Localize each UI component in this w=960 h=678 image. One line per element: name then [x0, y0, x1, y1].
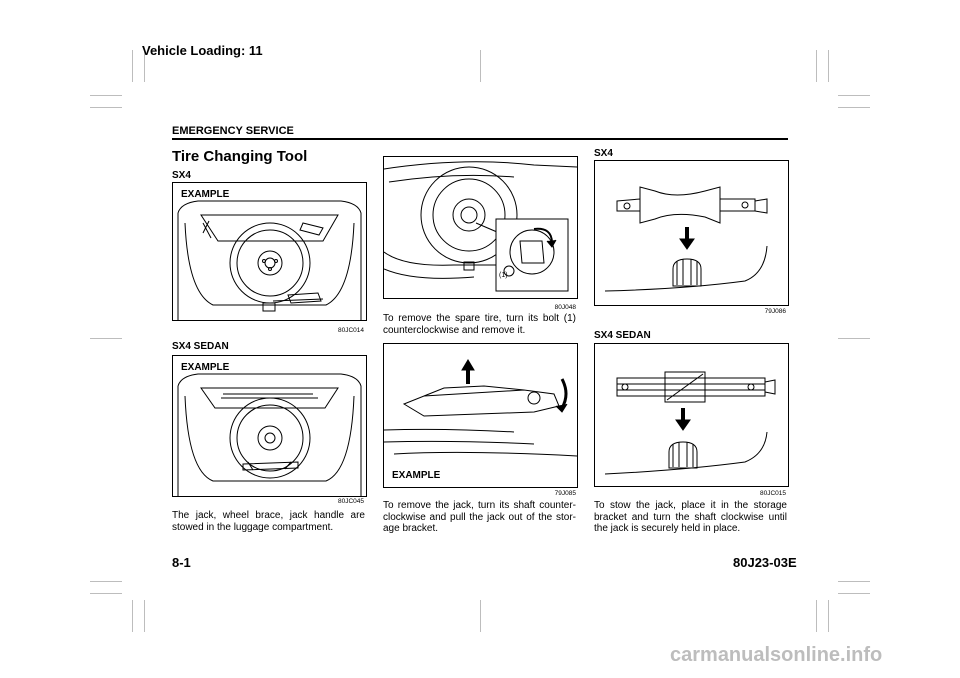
page-number: 8-1	[172, 555, 191, 570]
crop-mark	[838, 107, 870, 108]
label-sx4-sedan: SX4 SEDAN	[594, 330, 651, 341]
crop-mark	[90, 338, 122, 339]
crop-mark	[828, 50, 829, 82]
crop-mark	[144, 600, 145, 632]
figure-luggage-sx4: EXAMPLE	[172, 182, 367, 321]
figure-spare-tire: (1)	[383, 156, 578, 299]
crop-mark	[838, 95, 870, 96]
figure-luggage-sedan: EXAMPLE	[172, 355, 367, 497]
crop-mark	[828, 600, 829, 632]
figure-code: 79J086	[764, 308, 786, 315]
document-title: Vehicle Loading: 11	[142, 43, 263, 58]
crop-mark	[90, 581, 122, 582]
crop-mark	[132, 50, 133, 82]
example-tag: EXAMPLE	[181, 362, 230, 373]
crop-mark	[838, 338, 870, 339]
paragraph-jack-stow: To stow the jack, place it in the storag…	[594, 500, 787, 534]
figure-code: 79J085	[554, 490, 576, 497]
crop-mark	[132, 600, 133, 632]
crop-mark	[90, 593, 122, 594]
section-title: EMERGENCY SERVICE	[172, 125, 294, 137]
crop-mark	[816, 600, 817, 632]
figure-jack-stow-sedan	[594, 343, 789, 487]
paragraph-jack-removal: To remove the jack, turn its shaft count…	[383, 500, 576, 534]
figure-jack-removal: EXAMPLE	[383, 343, 578, 488]
label-sx4-sedan: SX4 SEDAN	[172, 341, 229, 352]
label-sx4: SX4	[172, 170, 191, 181]
figure-code: 80JC015	[759, 490, 786, 497]
example-tag: EXAMPLE	[181, 189, 230, 200]
crop-mark	[480, 50, 481, 82]
paragraph-stowage: The jack, wheel brace, jack handle are s…	[172, 510, 365, 533]
crop-mark	[838, 581, 870, 582]
figure-code: 80JC045	[337, 498, 364, 505]
header-rule	[172, 138, 788, 140]
crop-mark	[144, 50, 145, 82]
figure-code: 80JC014	[337, 327, 364, 334]
watermark-text: carmanualsonline.info	[670, 644, 883, 666]
crop-mark	[90, 95, 122, 96]
crop-mark	[816, 50, 817, 82]
paragraph-spare-tire: To remove the spare tire, turn its bolt …	[383, 313, 576, 336]
page-heading: Tire Changing Tool	[172, 148, 308, 165]
crop-mark	[90, 107, 122, 108]
document-code: 80J23-03E	[733, 555, 797, 570]
example-tag: EXAMPLE	[392, 470, 441, 481]
figure-jack-stow-sx4	[594, 160, 789, 306]
label-sx4: SX4	[594, 148, 613, 159]
crop-mark	[480, 600, 481, 632]
callout-label: (1)	[499, 272, 508, 279]
crop-mark	[838, 593, 870, 594]
figure-code: 80J048	[554, 304, 576, 311]
